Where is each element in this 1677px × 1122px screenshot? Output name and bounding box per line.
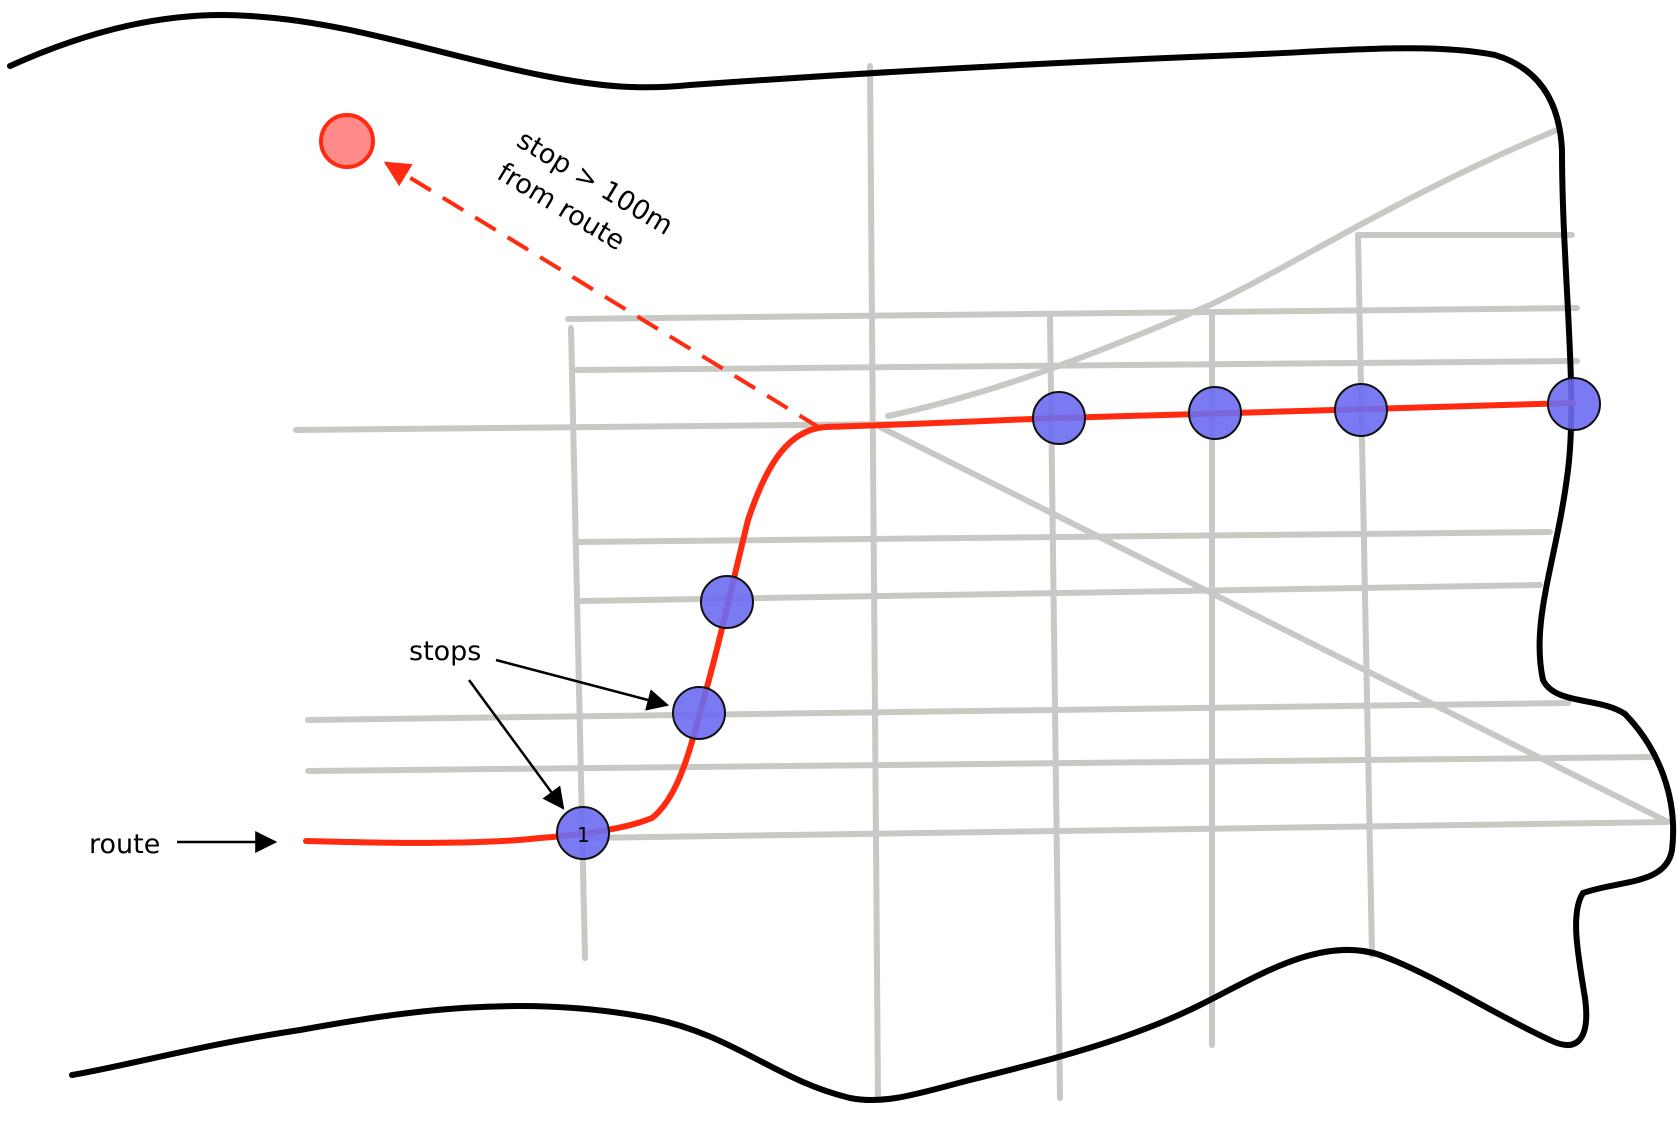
street [877,424,1671,825]
stop-marker[interactable] [1032,391,1086,445]
street-network [293,63,1671,1101]
route-line [303,400,1576,846]
street [575,529,1553,545]
stop-marker[interactable] [700,575,754,629]
street [573,358,1580,373]
stops-pointer-arrow [467,679,565,810]
far-stop-marker[interactable] [319,113,375,169]
street [565,305,1580,322]
offset-label: stop > 100m from route [492,124,678,257]
street [582,819,1669,841]
stop-marker[interactable] [556,806,610,860]
street [885,127,1560,419]
stop-marker[interactable] [1188,386,1242,440]
stops-pointer-arrow [495,658,670,711]
street [867,63,881,1101]
stops-layer: 1 [556,377,1601,860]
annotations: route stops stop > 100m from route [89,124,678,860]
city-boundary [7,11,1677,1103]
stop-marker[interactable] [1334,383,1388,437]
stops-label: stops [409,636,481,667]
street [293,421,908,433]
street [305,700,1571,723]
street [305,754,1657,774]
far-stop-offset-arrow [383,161,822,430]
street [1355,232,1375,958]
route-label: route [89,829,160,860]
stop-marker[interactable] [1547,377,1601,431]
boundary-line [7,11,1677,1103]
stop-marker[interactable] [672,686,726,740]
street [1047,315,1063,1101]
first-stop-number: 1 [577,823,590,847]
street [568,325,588,961]
